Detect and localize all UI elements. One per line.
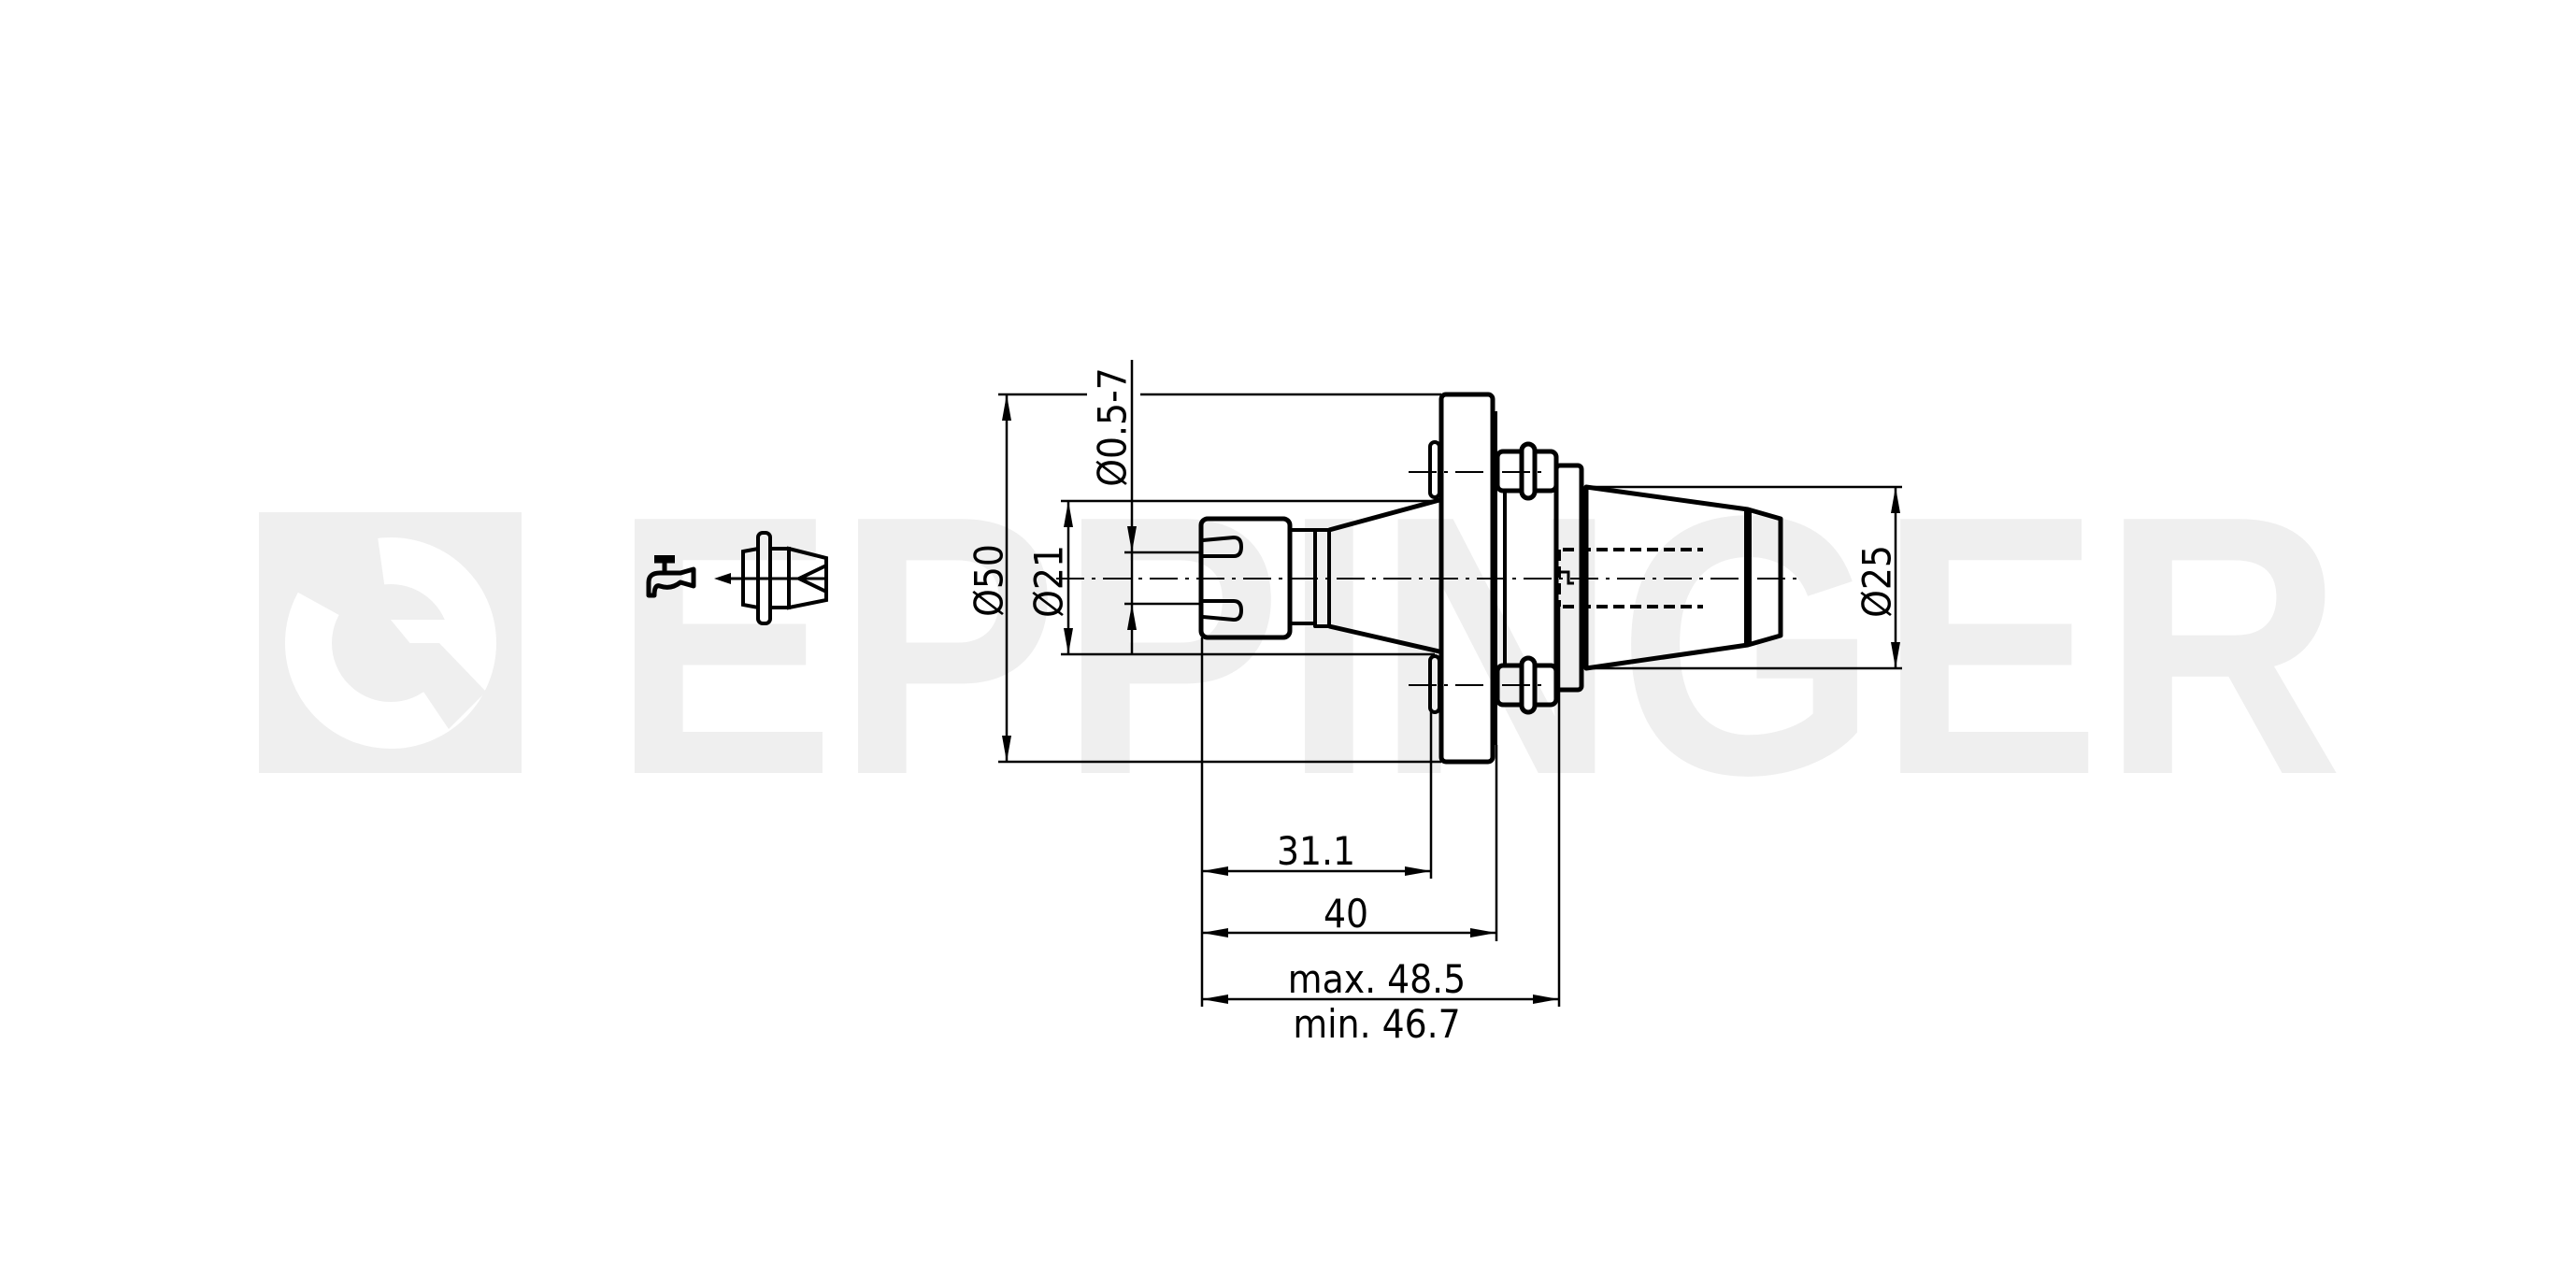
dimension-clamp-range: Ø0.5-7	[1090, 360, 1137, 654]
extension-lines	[998, 393, 1902, 1007]
dimension-40: 40	[1202, 891, 1496, 937]
dimension-31-1: 31.1	[1202, 828, 1431, 876]
coolant-faucet-icon	[646, 555, 696, 598]
dim-label-d50: Ø50	[966, 544, 1012, 617]
dim-label-31-1: 31.1	[1277, 828, 1355, 874]
watermark-logo	[259, 512, 522, 773]
watermark: EPPINGER	[259, 438, 2343, 852]
tool-holder-symbol-icon	[738, 531, 828, 625]
dim-label-40: 40	[1324, 891, 1368, 937]
dim-label-d21: Ø21	[1026, 545, 1072, 618]
dimension-d50: Ø50	[966, 394, 1012, 762]
dim-label-min: min. 46.7	[1293, 1001, 1460, 1047]
watermark-text: EPPINGER	[612, 438, 2343, 852]
dimension-max-min: max. 48.5 min. 46.7	[1202, 956, 1559, 1047]
dim-label-clamp-range: Ø0.5-7	[1090, 367, 1136, 486]
tool-holder-part	[1056, 392, 1796, 765]
dim-label-max: max. 48.5	[1288, 956, 1466, 1002]
dimension-d25: Ø25	[1854, 487, 1900, 668]
dimension-d21: Ø21	[1026, 501, 1073, 654]
dim-label-d25: Ø25	[1854, 545, 1900, 618]
flange	[1438, 392, 1496, 765]
